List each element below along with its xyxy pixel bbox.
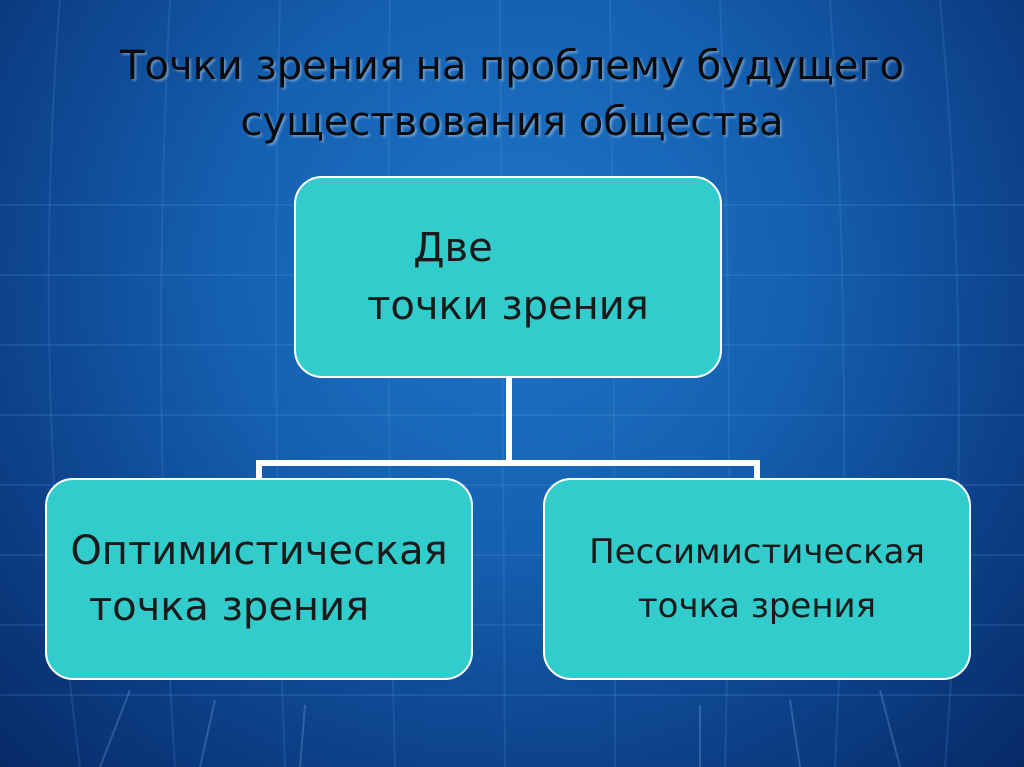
pessimistic-node-line-1: Пессимистическая: [589, 532, 925, 572]
child-node-pessimistic: Пессимистическая точка зрения: [543, 478, 971, 680]
child-node-optimistic: Оптимистическая точка зрения: [45, 478, 473, 680]
optimistic-node-line-1: Оптимистическая: [70, 528, 448, 574]
root-node-line-1: Две: [413, 225, 493, 271]
pessimistic-node-line-2: точка зрения: [637, 586, 877, 626]
slide-title-line-1: Точки зрения на проблему будущего: [120, 43, 904, 89]
slide-title-line-2: существования общества: [240, 99, 784, 145]
root-node-two-views: Две точки зрения: [294, 176, 722, 378]
root-node-line-2: точки зрения: [367, 283, 649, 329]
slide-title: Точки зрения на проблему будущего сущест…: [0, 38, 1024, 150]
optimistic-node-line-2: точка зрения: [88, 584, 370, 630]
